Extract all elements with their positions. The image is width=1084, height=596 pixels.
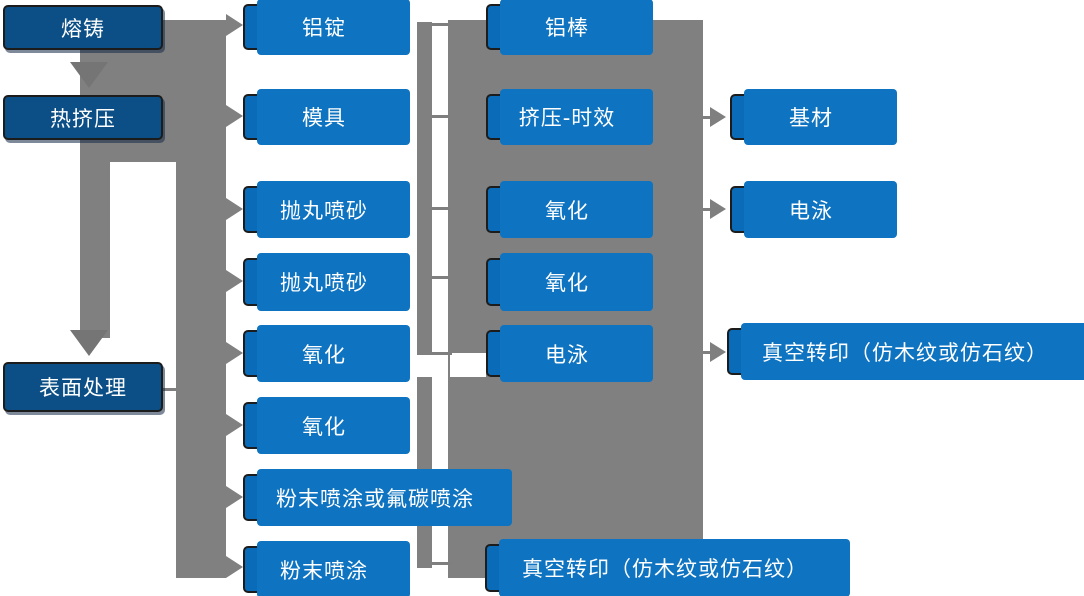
arrow-to-shot-blasting-1 xyxy=(226,198,243,220)
node-oxidation-3-label: 氧化 xyxy=(545,198,589,223)
node-oxidation-2: 氧化 xyxy=(243,397,410,454)
node-extrusion-aging-label: 挤压-时效 xyxy=(518,106,616,130)
node-surface-treatment-label: 表面处理 xyxy=(39,376,127,400)
node-shot-blasting-1: 抛丸喷砂 xyxy=(243,181,410,238)
tie-line-5 xyxy=(430,352,452,355)
node-powder-coating-label: 粉末喷涂 xyxy=(280,558,368,583)
node-oxidation-4-label: 氧化 xyxy=(545,271,589,295)
connector-surface-treatment-stub xyxy=(163,388,177,391)
arrow-to-electrophoresis-right xyxy=(710,199,726,219)
arrow-down-to-surface-treatment xyxy=(70,330,108,356)
stem-to-substrate xyxy=(703,116,712,119)
node-mold-label: 模具 xyxy=(302,106,346,130)
node-oxidation-4: 氧化 xyxy=(486,253,653,311)
node-aluminum-rod: 铝棒 xyxy=(486,0,653,55)
node-powder-or-fluorocarbon-coating: 粉末喷涂或氟碳喷涂 xyxy=(243,469,512,526)
arrow-to-powder-fluorocarbon xyxy=(226,486,243,508)
node-hot-extrusion: 热挤压 xyxy=(3,95,163,140)
node-electrophoresis-right: 电泳 xyxy=(730,181,897,238)
node-electrophoresis-right-label: 电泳 xyxy=(789,198,833,223)
node-substrate: 基材 xyxy=(730,89,897,145)
node-electrophoresis-mid: 电泳 xyxy=(486,325,653,382)
tie-line-1 xyxy=(430,23,450,26)
node-melting-casting-label: 熔铸 xyxy=(61,16,105,41)
node-melting-casting: 熔铸 xyxy=(3,5,163,50)
node-oxidation-1: 氧化 xyxy=(243,325,410,382)
node-aluminum-ingot: 铝锭 xyxy=(243,0,410,55)
tie-line-2 xyxy=(430,115,450,118)
connector-bar-mid-upper xyxy=(417,22,432,355)
arrow-to-vacuum-transfer-right xyxy=(710,342,726,362)
node-aluminum-ingot-label: 铝锭 xyxy=(302,16,346,40)
node-vacuum-transfer-bottom-label: 真空转印（仿木纹或仿石纹） xyxy=(522,557,808,581)
arrow-to-mold xyxy=(226,105,243,127)
arrow-to-shot-blasting-2 xyxy=(226,270,243,292)
arrow-to-powder-coating xyxy=(226,556,243,578)
node-shot-blasting-2: 抛丸喷砂 xyxy=(243,253,410,311)
node-mold: 模具 xyxy=(243,89,410,145)
node-oxidation-1-label: 氧化 xyxy=(302,342,346,367)
node-shot-blasting-1-label: 抛丸喷砂 xyxy=(280,198,368,223)
stem-to-electrophoresis-right xyxy=(703,208,712,211)
node-aluminum-rod-label: 铝棒 xyxy=(545,16,589,40)
node-substrate-label: 基材 xyxy=(789,106,833,130)
arrow-to-substrate xyxy=(710,107,726,127)
tie-line-4 xyxy=(430,276,450,279)
node-shot-blasting-2-label: 抛丸喷砂 xyxy=(280,271,368,295)
arrow-down-to-hot-extrusion xyxy=(70,62,108,88)
node-oxidation-3: 氧化 xyxy=(486,181,653,238)
stem-to-vacuum-transfer-right xyxy=(703,351,712,354)
node-extrusion-aging: 挤压-时效 xyxy=(486,89,653,145)
tie-line-6 xyxy=(430,562,452,565)
connector-bar-main xyxy=(176,20,226,578)
node-hot-extrusion-label: 热挤压 xyxy=(50,106,116,131)
tie-line-3 xyxy=(430,207,450,210)
panel-notch xyxy=(450,353,486,377)
connector-bar-left xyxy=(80,47,110,338)
arrow-to-oxidation-1 xyxy=(226,342,243,364)
arrow-to-oxidation-2 xyxy=(226,414,243,436)
arrow-to-aluminum-ingot xyxy=(226,14,243,36)
node-powder-coating: 粉末喷涂 xyxy=(243,541,410,596)
node-powder-or-fluorocarbon-coating-label: 粉末喷涂或氟碳喷涂 xyxy=(276,486,474,511)
node-surface-treatment: 表面处理 xyxy=(3,362,163,412)
node-electrophoresis-mid-label: 电泳 xyxy=(545,342,589,367)
node-oxidation-2-label: 氧化 xyxy=(302,414,346,439)
node-vacuum-transfer-right: 真空转印（仿木纹或仿石纹） xyxy=(727,323,1084,380)
node-vacuum-transfer-bottom: 真空转印（仿木纹或仿石纹） xyxy=(485,539,850,596)
node-vacuum-transfer-right-label: 真空转印（仿木纹或仿石纹） xyxy=(762,340,1048,365)
